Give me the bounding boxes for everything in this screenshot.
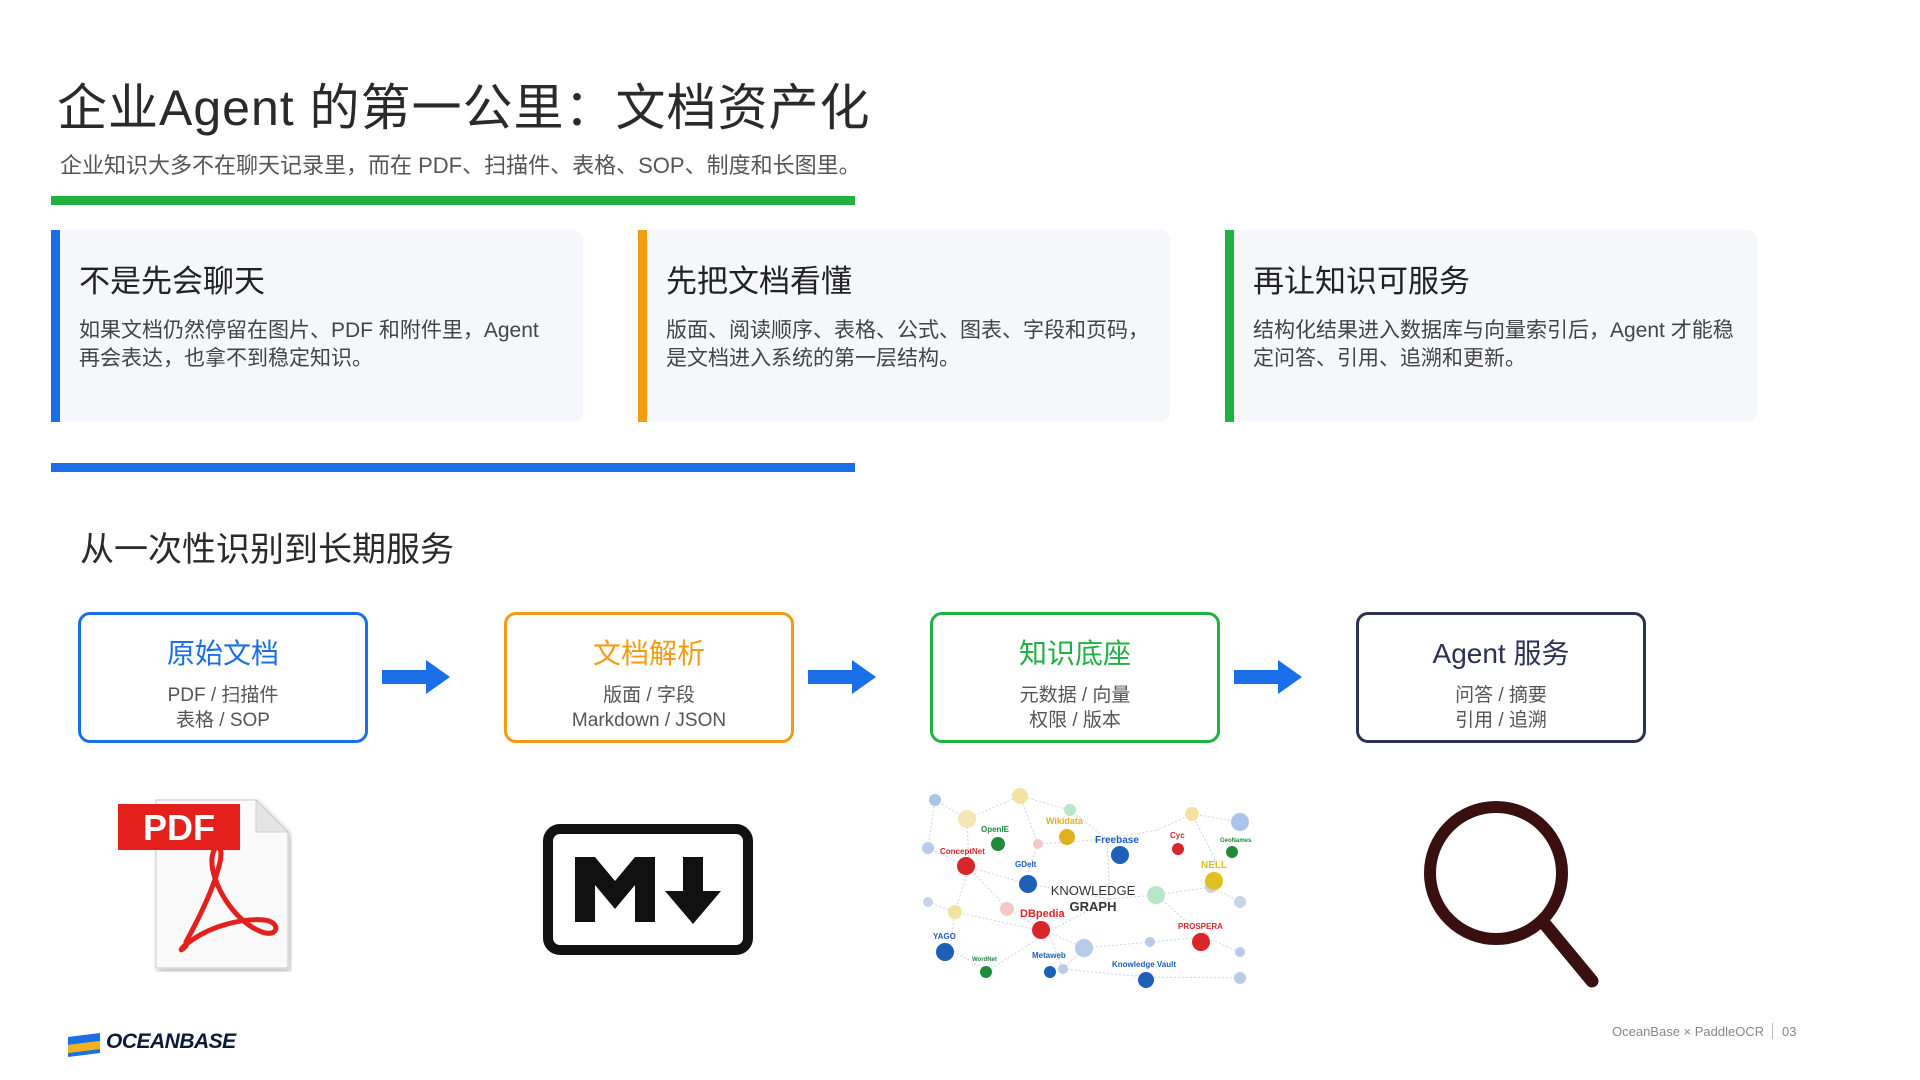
kg-label: GeoNames <box>1220 838 1252 844</box>
kg-label: WordNet <box>972 957 997 963</box>
flow-arrow-right-icon <box>1234 660 1302 694</box>
kg-center-label: KNOWLEDGE <box>1051 883 1136 898</box>
kg-center-label: GRAPH <box>1070 899 1117 914</box>
footer-separator <box>1772 1023 1773 1039</box>
kg-label: Freebase <box>1095 835 1139 846</box>
oceanbase-logo-icon <box>68 1033 100 1057</box>
section-title: 从一次性识别到长期服务 <box>80 531 454 569</box>
card-chat: 不是先会聊天 如果文档仍然停留在图片、PDF 和附件里，Agent 再会表达，也… <box>51 230 583 422</box>
flow-step-parse: 文档解析 版面 / 字段 Markdown / JSON <box>504 612 794 743</box>
flow-step-knowledge-base: 知识底座 元数据 / 向量 权限 / 版本 <box>930 612 1220 743</box>
flow-step-line: 权限 / 版本 <box>1029 710 1121 731</box>
flow-step-title: 文档解析 <box>592 638 705 669</box>
card-understand: 先把文档看懂 版面、阅读顺序、表格、公式、图表、字段和页码，是文档进入系统的第一… <box>638 230 1170 422</box>
flow-step-title: 原始文档 <box>166 638 279 669</box>
kg-label: Knowledge Vault <box>1112 960 1176 969</box>
page-number: 03 <box>1782 1024 1797 1039</box>
flow-step-raw-docs: 原始文档 PDF / 扫描件 表格 / SOP <box>78 612 368 743</box>
card-accent-blue <box>51 230 60 422</box>
flow-step-line: PDF / 扫描件 <box>167 685 279 706</box>
flow-arrow-right-icon <box>808 660 876 694</box>
card-title: 不是先会聊天 <box>79 264 265 299</box>
card-body: 结构化结果进入数据库与向量索引后，Agent 才能稳定问答、引用、追溯和更新。 <box>1253 319 1734 370</box>
flow-step-line: 问答 / 摘要 <box>1455 685 1547 706</box>
flow-step-title: 知识底座 <box>1018 638 1131 669</box>
kg-label: Metaweb <box>1032 951 1066 960</box>
flow-step-line: 版面 / 字段 <box>603 685 695 706</box>
search-icon <box>1424 801 1599 988</box>
card-body: 如果文档仍然停留在图片、PDF 和附件里，Agent 再会表达，也拿不到稳定知识… <box>79 319 539 370</box>
flow-step-agent-service: Agent 服务 问答 / 摘要 引用 / 追溯 <box>1356 612 1646 743</box>
kg-label: Cyc <box>1170 831 1185 840</box>
divider-green <box>51 196 855 205</box>
markdown-icon <box>543 824 753 955</box>
kg-label: OpenIE <box>981 825 1010 834</box>
kg-label: ConceptNet <box>940 847 985 856</box>
kg-label: Wikidata <box>1046 816 1084 826</box>
card-body: 版面、阅读顺序、表格、公式、图表、字段和页码，是文档进入系统的第一层结构。 <box>666 319 1149 370</box>
kg-label: YAGO <box>933 932 956 941</box>
flow-step-title: Agent 服务 <box>1432 638 1570 669</box>
divider-blue <box>51 463 855 472</box>
footer-credit: OceanBase × PaddleOCR <box>1612 1024 1765 1039</box>
card-title: 再让知识可服务 <box>1253 264 1470 299</box>
flow-arrow-right-icon <box>382 660 450 694</box>
flow-step-line: 引用 / 追溯 <box>1455 710 1547 731</box>
kg-label: NELL <box>1201 860 1227 871</box>
kg-label: GDelt <box>1015 860 1037 869</box>
kg-label: PROSPERA <box>1178 922 1223 931</box>
card-accent-orange <box>638 230 647 422</box>
flow-step-line: 表格 / SOP <box>176 710 270 731</box>
card-title: 先把文档看懂 <box>666 264 852 299</box>
page-subtitle: 企业知识大多不在聊天记录里，而在 PDF、扫描件、表格、SOP、制度和长图里。 <box>60 153 861 178</box>
kg-label: DBpedia <box>1020 908 1066 920</box>
page-title: 企业Agent 的第一公里：文档资产化 <box>57 80 871 136</box>
knowledge-graph-icon: OpenIE Wikidata Freebase Cyc GeoNames Co… <box>922 788 1252 988</box>
card-accent-green <box>1225 230 1234 422</box>
flow-step-line: Markdown / JSON <box>571 710 727 731</box>
flow-step-line: 元数据 / 向量 <box>1019 685 1131 706</box>
oceanbase-logo-text: OCEANBASE <box>106 1030 236 1053</box>
pdf-file-icon: PDF <box>118 798 290 969</box>
card-serve: 再让知识可服务 结构化结果进入数据库与向量索引后，Agent 才能稳定问答、引用… <box>1225 230 1757 422</box>
pdf-badge-text: PDF <box>143 807 215 848</box>
